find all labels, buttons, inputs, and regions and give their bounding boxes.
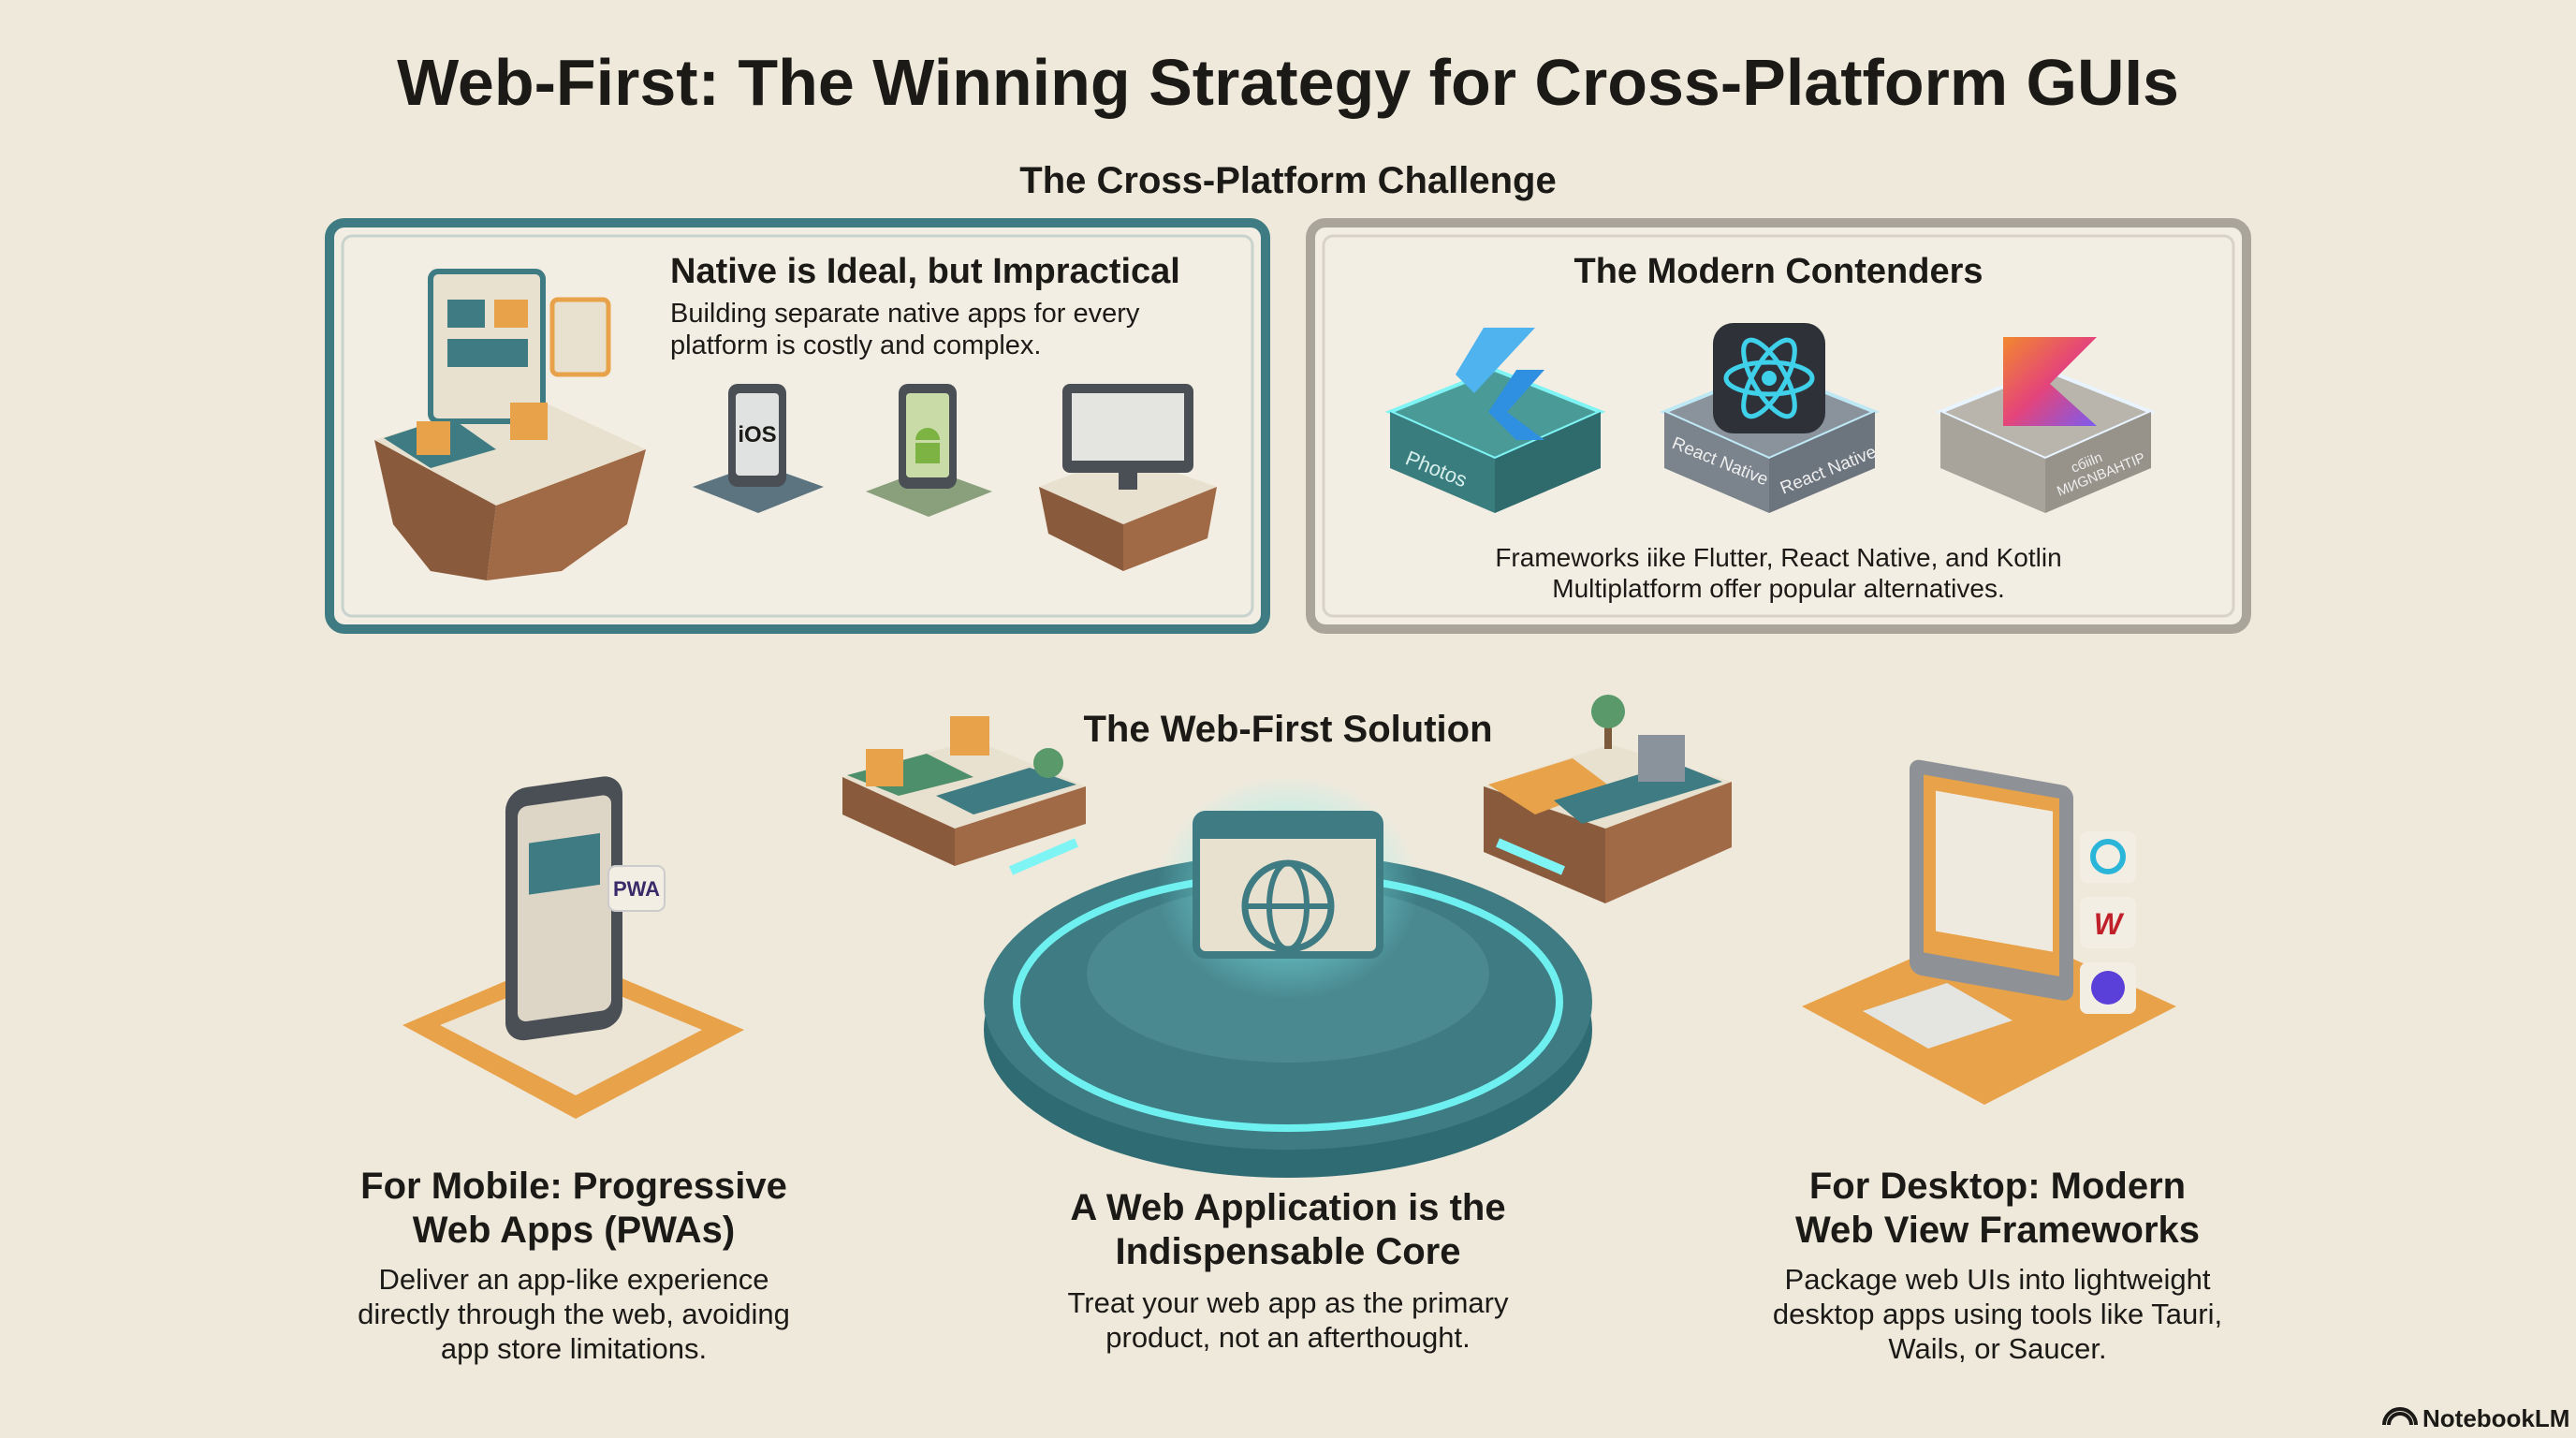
mobile-pwa-illustration: PWA: [402, 776, 744, 1119]
desktop-column: For Desktop: Modern Web View Frameworks …: [1773, 1166, 2222, 1365]
mobile-column: For Mobile: Progressive Web Apps (PWAs) …: [358, 1166, 790, 1365]
mobile-body-line1: Deliver an app-like experience: [378, 1263, 768, 1296]
core-body-line1: Treat your web app as the primary: [1068, 1286, 1509, 1319]
contenders-panel: The Modern Contenders Photos React Nativ…: [1306, 218, 2251, 634]
page-title: Web-First: The Winning Strategy for Cros…: [397, 46, 2179, 119]
react-logo-icon: [1723, 337, 1815, 419]
saucer-logo-icon: [2080, 962, 2136, 1014]
native-title: Native is Ideal, but Impractical: [670, 252, 1180, 291]
core-column: A Web Application is the Indispensable C…: [1068, 1187, 1509, 1354]
native-panel: Native is Ideal, but Impractical Buildin…: [325, 218, 1270, 634]
desktop-body-line3: Wails, or Saucer.: [1888, 1332, 2106, 1365]
challenge-heading: The Cross-Platform Challenge: [1019, 160, 1556, 201]
ios-label: iOS: [738, 422, 776, 448]
desktop-webview-illustration: W: [1802, 759, 2176, 1105]
contenders-body-line2: Multiplatform offer popular alternatives…: [1552, 574, 2005, 603]
notebooklm-label: NotebookLM: [2422, 1404, 2569, 1432]
notebooklm-logo-icon: [2382, 1407, 2418, 1426]
wails-logo-icon: W: [2080, 897, 2136, 948]
pwa-badge: PWA: [613, 877, 660, 901]
desktop-title-line1: For Desktop: Modern: [1809, 1166, 2186, 1207]
left-island: [842, 716, 1086, 866]
wails-logo-text: W: [2094, 907, 2125, 941]
ios-device-icon: iOS: [693, 384, 824, 513]
native-body-line2: platform is costly and complex.: [670, 330, 1041, 360]
desktop-body-line1: Package web UIs into lightweight: [1785, 1263, 2211, 1296]
core-title-line2: Indispensable Core: [1116, 1231, 1461, 1272]
flutter-cube: Photos: [1384, 328, 1606, 513]
native-island-illustration: [374, 269, 646, 580]
solution-heading: The Web-First Solution: [1083, 709, 1492, 750]
core-title-line1: A Web Application is the: [1070, 1187, 1505, 1228]
contenders-title: The Modern Contenders: [1573, 252, 1983, 291]
desktop-body-line2: desktop apps using tools like Tauri,: [1773, 1298, 2222, 1330]
right-island: [1484, 695, 1732, 903]
android-device-icon: [866, 384, 992, 517]
contenders-body-line1: Frameworks iike Flutter, React Native, a…: [1495, 543, 2061, 572]
mobile-body-line2: directly through the web, avoiding: [358, 1298, 790, 1330]
kotlin-cube: cбiiln MИGNBAHTIP: [1935, 337, 2157, 513]
desktop-monitor-icon: [1039, 384, 1217, 571]
kotlin-logo-icon: [2003, 337, 2097, 426]
web-globe-icon: [1193, 811, 1383, 959]
notebooklm-brand: NotebookLM: [2382, 1404, 2569, 1432]
tauri-logo-icon: [2080, 831, 2136, 883]
central-platform: [984, 775, 1592, 1178]
mobile-title-line1: For Mobile: Progressive: [360, 1166, 787, 1207]
core-body-line2: product, not an afterthought.: [1105, 1321, 1471, 1354]
native-body-line1: Building separate native apps for every: [670, 299, 1140, 329]
desktop-title-line2: Web View Frameworks: [1795, 1210, 2200, 1251]
mobile-title-line2: Web Apps (PWAs): [413, 1210, 735, 1251]
mobile-body-line3: app store limitations.: [441, 1332, 707, 1365]
